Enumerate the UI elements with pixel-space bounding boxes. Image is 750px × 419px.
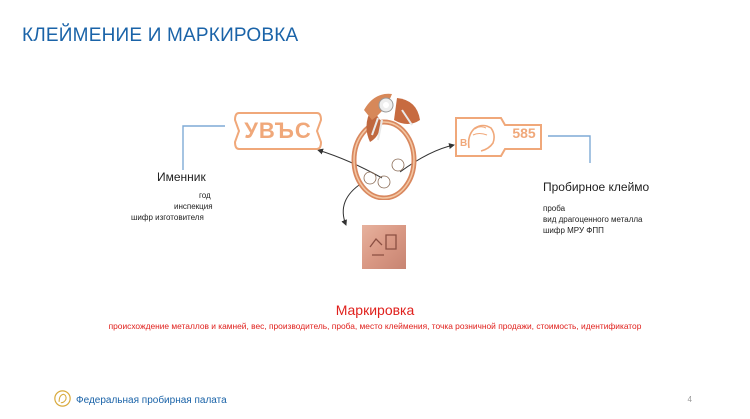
slide-title: КЛЕЙМЕНИЕ И МАРКИРОВКА	[22, 25, 299, 46]
arrow-to-marking	[341, 182, 363, 226]
imennik-detail: год	[199, 191, 211, 200]
assay-chamber-logo-icon	[54, 390, 71, 407]
probirnoe-detail: шифр МРУ ФПП	[543, 226, 604, 235]
imennik-detail: шифр изготовителя	[131, 213, 204, 222]
probirnoe-stamp: В 585	[453, 115, 545, 159]
arrow-to-imennik	[317, 148, 383, 179]
imennik-stamp: УВЪС	[233, 112, 323, 150]
probirnoe-stamp-letter: В	[460, 138, 468, 149]
imennik-stamp-text: УВЪС	[244, 118, 312, 143]
ring-image	[351, 93, 420, 200]
imennik-heading: Именник	[157, 170, 206, 184]
probirnoe-detail: проба	[543, 204, 566, 213]
marking-heading: Маркировка	[335, 302, 415, 318]
probirnoe-heading: Пробирное клеймо	[543, 180, 650, 194]
marking-photo	[362, 225, 406, 269]
marking-description: происхождение металлов и камней, вес, пр…	[108, 321, 642, 331]
probirnoe-stamp-number: 585	[512, 125, 536, 141]
page-number: 4	[687, 395, 692, 404]
probirnoe-connector	[548, 135, 591, 163]
imennik-detail: инспекция	[174, 202, 213, 211]
footer-organization: Федеральная пробирная палата	[76, 395, 227, 406]
probirnoe-detail: вид драгоценного металла	[543, 215, 643, 224]
imennik-connector	[182, 125, 225, 170]
arrow-to-probirnoe	[399, 143, 455, 173]
